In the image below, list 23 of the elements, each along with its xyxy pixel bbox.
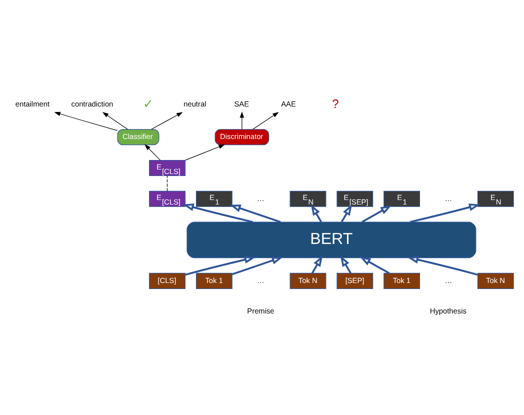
label: ✓ — [142, 96, 153, 111]
label: ? — [332, 96, 339, 111]
arrow — [311, 255, 323, 274]
connector — [166, 175, 168, 192]
arrow — [360, 256, 390, 274]
arrow — [310, 204, 322, 222]
arrow — [232, 256, 284, 276]
node-box: BERT — [186, 222, 476, 258]
arrow — [340, 255, 352, 274]
arrow — [410, 203, 480, 223]
arrow — [252, 112, 279, 130]
arrow — [144, 144, 161, 161]
arrow — [102, 112, 128, 130]
arrow — [151, 112, 183, 130]
arrow — [407, 256, 478, 276]
arrow — [185, 144, 225, 161]
arrow — [185, 256, 256, 276]
arrow — [230, 204, 281, 223]
arrow — [240, 112, 244, 130]
arrow — [362, 205, 392, 223]
arrow — [340, 204, 352, 222]
arrow — [54, 112, 118, 131]
arrow — [182, 203, 254, 223]
